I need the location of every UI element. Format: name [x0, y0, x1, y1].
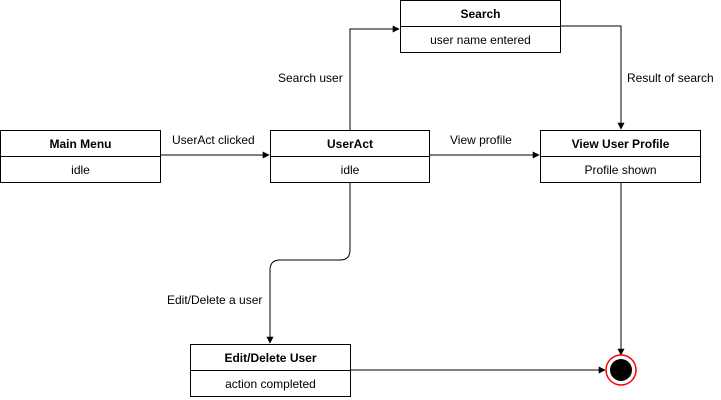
state-activity: user name entered — [430, 32, 531, 47]
state-search: Search user name entered — [400, 0, 561, 53]
state-useract: UserAct idle — [270, 130, 430, 183]
final-state — [605, 354, 637, 386]
final-state-core — [610, 359, 632, 381]
state-activity: action completed — [225, 376, 316, 391]
transition-label-edit-delete-user: Edit/Delete a user — [167, 293, 263, 307]
state-main-menu: Main Menu idle — [0, 130, 161, 183]
state-title: View User Profile — [541, 131, 700, 157]
arrow-useract-to-search — [349, 25, 400, 130]
arrow-search-to-viewprofile — [561, 25, 625, 130]
state-activity: Profile shown — [584, 162, 657, 177]
transition-label-search-user: Search user — [278, 71, 343, 85]
state-activity: idle — [340, 162, 360, 177]
state-edit-delete-user: Edit/Delete User action completed — [190, 344, 351, 397]
state-title: Search — [401, 1, 560, 27]
state-title: Main Menu — [1, 131, 160, 157]
state-view-user-profile: View User Profile Profile shown — [540, 130, 701, 183]
arrow-useract-to-editdelete — [266, 183, 351, 344]
transition-label-result-of-search: Result of search — [627, 71, 714, 85]
state-title: UserAct — [271, 131, 429, 157]
transition-label-useract-clicked: UserAct clicked — [172, 133, 255, 147]
state-activity: idle — [71, 162, 90, 177]
state-title: Edit/Delete User — [191, 345, 350, 371]
transition-label-view-profile: View profile — [450, 133, 512, 147]
